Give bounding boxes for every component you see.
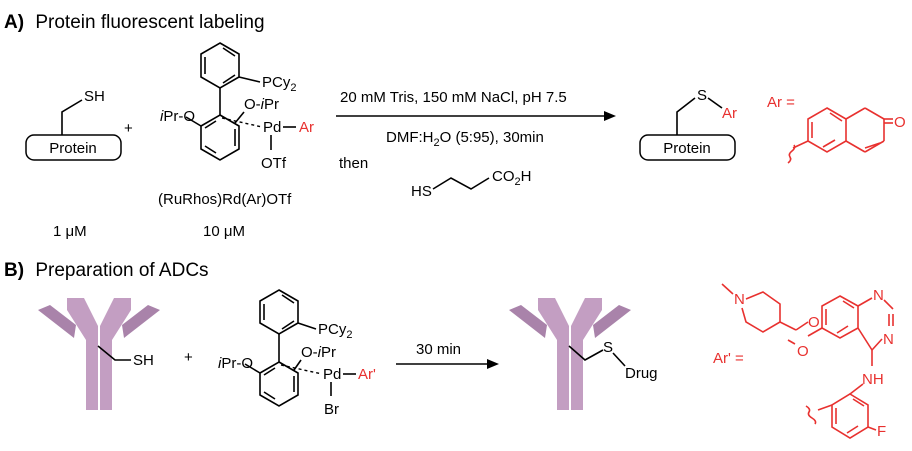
reaction-conditions-a: 20 mM Tris, 150 mM NaCl, pH 7.5 DMF:H2O … <box>336 89 616 200</box>
section-a-label: A) <box>4 12 24 33</box>
ar-carbonyl-o: O <box>894 114 906 131</box>
conditions-line-1: 20 mM Tris, 150 mM NaCl, pH 7.5 <box>340 89 567 106</box>
catalyst-a-otf: OTf <box>261 155 287 172</box>
adc-drug: Drug <box>625 365 658 382</box>
product-a-s: S <box>697 87 707 104</box>
antibody-thiol-sh: SH <box>133 352 154 369</box>
section-b-heading: B) Preparation of ADCs <box>4 260 209 281</box>
ar-prime-fluorine: F <box>877 423 886 440</box>
catalyst-a-ar: Ar <box>299 119 314 136</box>
reaction-arrow-b-head <box>487 359 499 369</box>
reaction-conditions-b: 30 min <box>396 341 499 369</box>
conditions-b-time: 30 min <box>416 341 461 358</box>
catalyst-a-pd: Pd <box>263 119 281 136</box>
product-a-ar: Ar <box>722 105 737 122</box>
ar-prime-n-methyl: N <box>734 291 745 308</box>
ar-prime-n-top: N <box>873 287 884 304</box>
section-b-title: Preparation of ADCs <box>35 260 208 281</box>
catalyst-a: PCy2 iPr-O O-iPr Pd Ar OTf <box>158 42 314 240</box>
mpa-hs: HS <box>411 183 432 200</box>
ar-structure: Ar = O <box>767 94 906 164</box>
protein-box <box>25 134 122 161</box>
section-a-heading: A) Protein fluorescent labeling <box>4 12 265 33</box>
reaction-arrow-a-head <box>604 111 616 121</box>
catalyst-a-pcy2: PCy2 <box>262 74 296 94</box>
antibody-thiol: SH <box>38 298 160 410</box>
catalyst-a-oipr: O-iPr <box>244 96 279 113</box>
ar-prime-definition-label: Ar' = <box>713 350 744 367</box>
catalyst-b-pd: Pd <box>323 366 341 383</box>
section-b: B) Preparation of ADCs SH + PCy2 <box>4 260 894 440</box>
ar-prime-n-right: N <box>883 331 894 348</box>
ar-definition-label: Ar = <box>767 94 795 111</box>
ar-prime-ether-o: O <box>808 314 820 331</box>
catalyst-a-ipro: iPr-O <box>160 108 195 125</box>
adc-s: S <box>603 339 613 356</box>
protein-thiol: SH Protein 1 μM <box>25 88 122 240</box>
conditions-then: then <box>339 155 368 172</box>
product-a: S Ar Protein <box>639 87 737 161</box>
protein-label: Protein <box>49 140 97 157</box>
catalyst-b-oipr: O-iPr <box>301 344 336 361</box>
section-a: A) Protein fluorescent labeling SH Prote… <box>4 12 906 240</box>
ar-prime-structure: Ar' = N O N N O <box>713 283 894 440</box>
catalyst-b-pcy2: PCy2 <box>318 321 352 341</box>
plus-sign-a: + <box>124 120 133 137</box>
catalyst-a-name: (RuRhos)Rd(Ar)OTf <box>158 191 292 208</box>
antibody-drug-conjugate: S Drug <box>509 298 658 410</box>
mpa-acid: CO2H <box>492 168 531 188</box>
catalyst-b-ar-prime: Ar' <box>358 366 376 383</box>
catalyst-b-br: Br <box>324 401 339 418</box>
section-b-label: B) <box>4 260 24 281</box>
ar-prime-methoxy-o: O <box>797 343 809 360</box>
protein-concentration: 1 μM <box>53 223 87 240</box>
catalyst-a-concentration: 10 μM <box>203 223 245 240</box>
conditions-line-2: DMF:H2O (5:95), 30min <box>386 129 544 149</box>
ar-prime-nh: NH <box>862 371 884 388</box>
catalyst-b: PCy2 iPr-O O-iPr Pd Ar' Br <box>218 289 376 418</box>
protein-thiol-sh: SH <box>84 88 105 105</box>
product-a-protein-label: Protein <box>663 140 711 157</box>
product-a-protein-box <box>639 134 736 161</box>
catalyst-b-ipro: iPr-O <box>218 355 253 372</box>
section-a-title: Protein fluorescent labeling <box>35 12 264 33</box>
plus-sign-b: + <box>184 349 193 366</box>
